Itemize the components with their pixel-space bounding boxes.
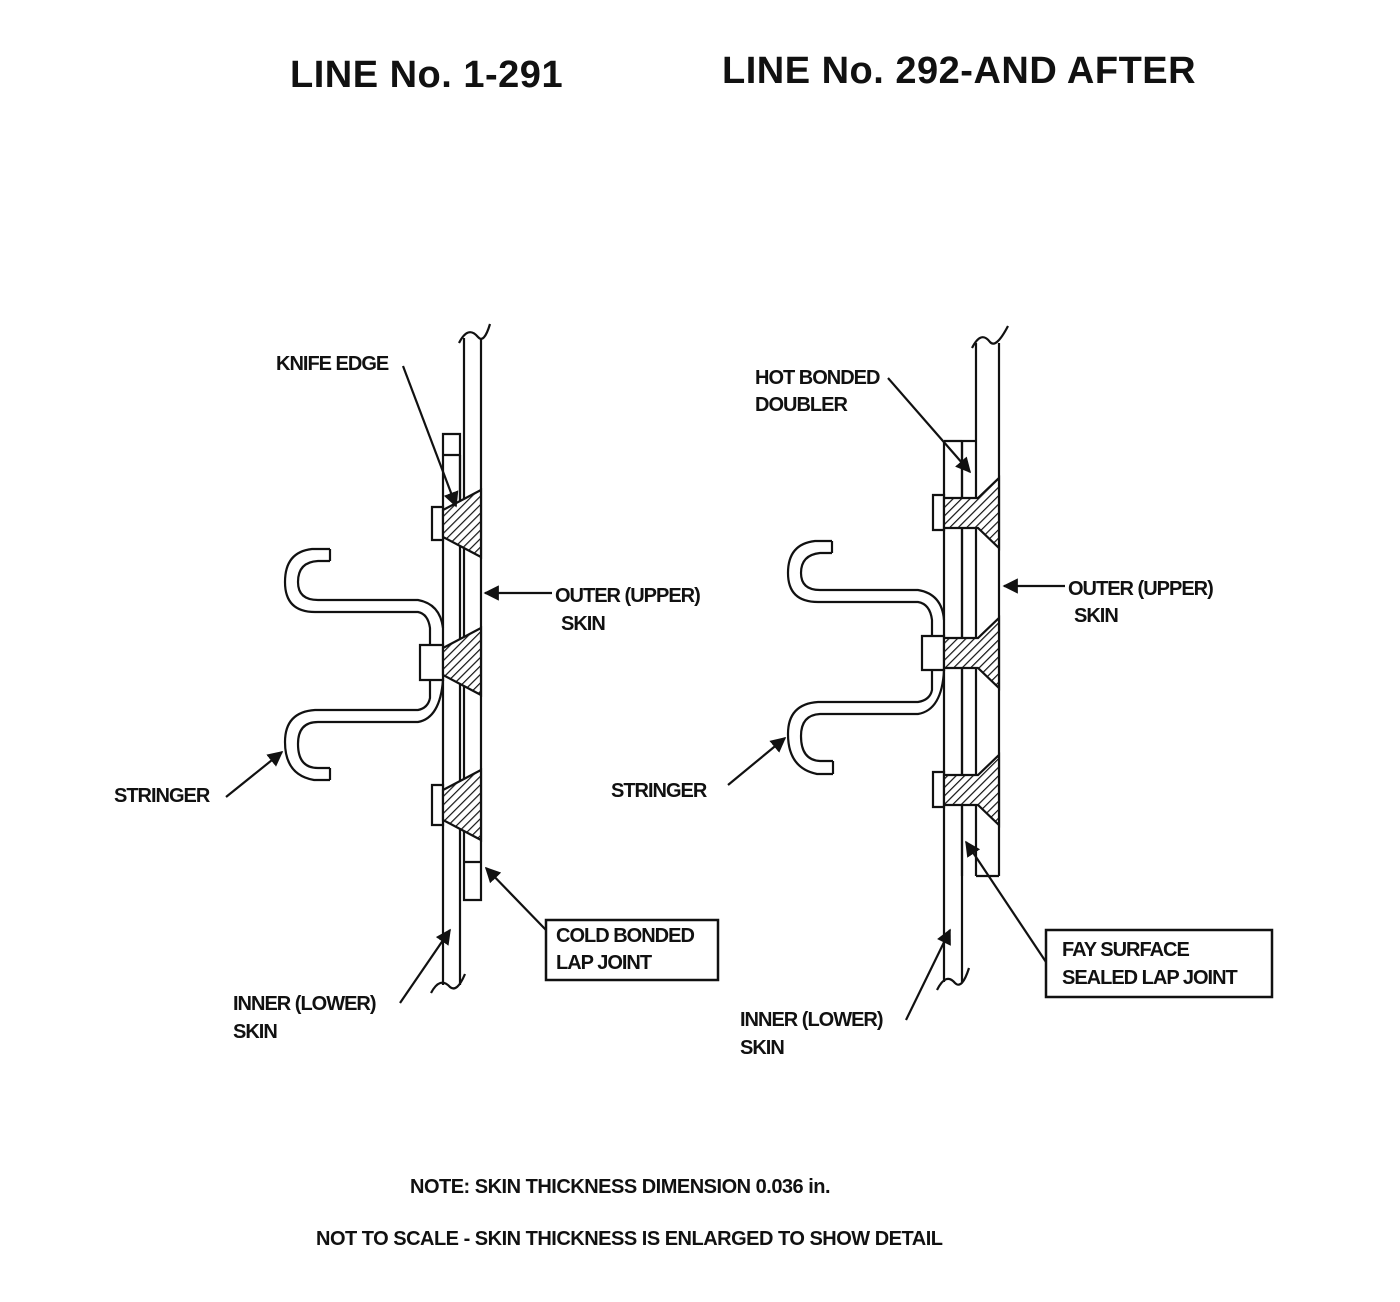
right-inner-skin [936, 439, 971, 991]
label-hot-bonded: HOT BONDED [755, 367, 880, 389]
left-knife-edge-leader [401, 365, 459, 508]
header-line-292-and-after: LINE No. 292-AND AFTER [722, 50, 1197, 92]
label-left-stringer: STRINGER [114, 785, 211, 807]
right-joint-leader [965, 840, 1047, 963]
label-right-stringer: STRINGER [611, 780, 708, 802]
left-view [225, 323, 720, 1004]
label-right-inner-skin-2: SKIN [740, 1037, 784, 1059]
left-knife-edge-strip [441, 432, 462, 500]
label-fay-surface: FAY SURFACE [1062, 939, 1189, 961]
label-left-inner-skin-2: SKIN [233, 1021, 277, 1043]
label-left-outer-skin-2: SKIN [561, 613, 605, 635]
label-left-inner-skin: INNER (LOWER) [233, 993, 376, 1015]
left-joint-label-box [544, 918, 720, 982]
label-sealed-lap-joint: SEALED LAP JOINT [1062, 967, 1238, 989]
label-right-inner-skin: INNER (LOWER) [740, 1009, 883, 1031]
right-fastener-bottom [931, 752, 1001, 828]
right-fastener-middle [920, 615, 1001, 691]
left-stringer [283, 547, 445, 782]
note-skin-thickness: NOTE: SKIN THICKNESS DIMENSION 0.036 in. [410, 1176, 831, 1198]
left-inner-skin-leader [399, 928, 451, 1004]
left-fastener-middle [418, 626, 483, 697]
left-joint-leader [484, 866, 547, 931]
label-knife-edge: KNIFE EDGE [276, 353, 389, 375]
left-fastener-top [430, 488, 483, 559]
right-stringer [786, 539, 946, 776]
label-doubler: DOUBLER [755, 394, 848, 416]
right-stringer-leader [727, 737, 787, 786]
right-joint-label-box [1044, 928, 1274, 999]
label-lap-joint: LAP JOINT [556, 952, 652, 974]
label-left-outer-skin: OUTER (UPPER) [555, 585, 700, 607]
label-right-outer-skin-2: SKIN [1074, 605, 1118, 627]
header-line-1-291: LINE No. 1-291 [290, 54, 564, 96]
right-view [727, 325, 1274, 1021]
right-doubler-leader [887, 377, 972, 474]
left-fastener-bottom [430, 768, 483, 842]
label-right-outer-skin: OUTER (UPPER) [1068, 578, 1213, 600]
left-stringer-leader [225, 751, 284, 798]
right-fastener-top [931, 475, 1001, 551]
left-lap-joint-strip [462, 862, 483, 902]
label-cold-bonded: COLD BONDED [556, 925, 694, 947]
right-inner-skin-leader [905, 928, 951, 1021]
note-not-to-scale: NOT TO SCALE - SKIN THICKNESS IS ENLARGE… [316, 1228, 943, 1250]
